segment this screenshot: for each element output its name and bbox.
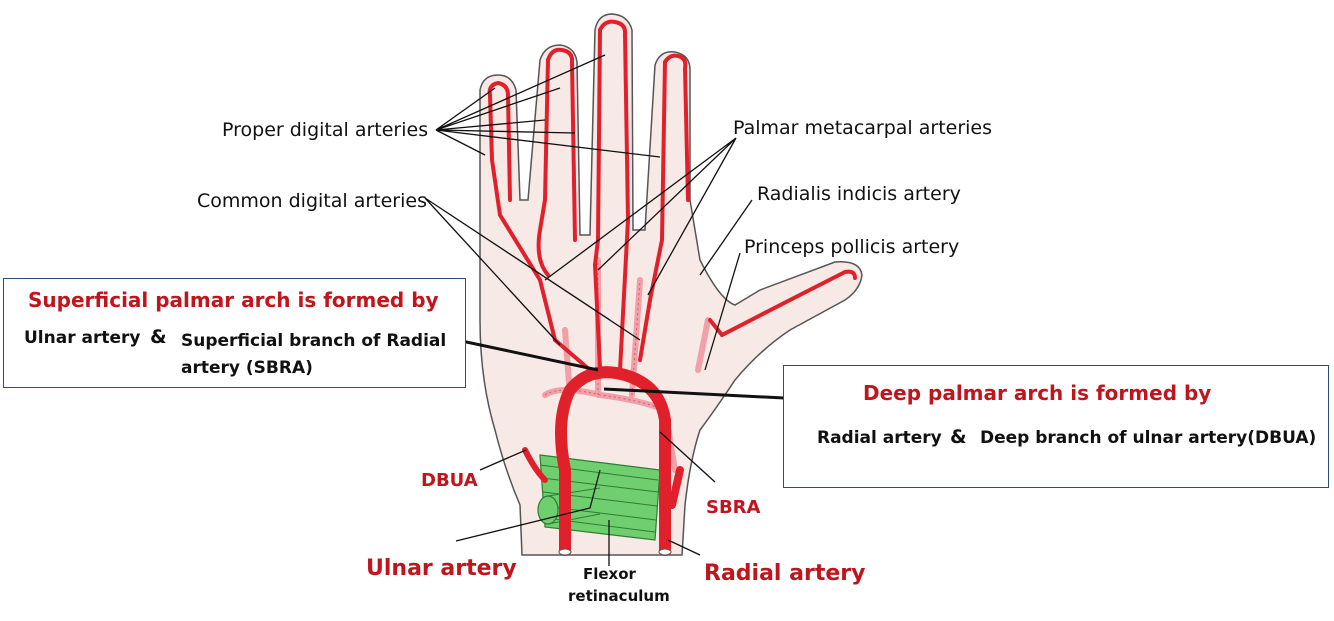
- hand-outline: [479, 13, 863, 556]
- flexor-retinaculum: [537, 454, 661, 541]
- label-proper-digital-arteries: Proper digital arteries: [222, 119, 429, 141]
- label-common-digital-arteries: Common digital arteries: [197, 190, 427, 212]
- superficial-arch-title: Superficial palmar arch is formed by: [28, 288, 439, 312]
- label-radial-artery: Radial artery: [704, 561, 866, 586]
- deep-arch-box: Deep palmar arch is formed by Radial art…: [783, 365, 1329, 488]
- leader-lines: [424, 54, 753, 566]
- superficial-arteries: [487, 19, 857, 372]
- superficial-part2-line1: Superficial branch of Radial: [181, 331, 447, 351]
- superficial-part1: Ulnar artery: [24, 328, 141, 348]
- main-arteries: [522, 366, 684, 556]
- label-sbra: SBRA: [706, 497, 761, 518]
- deep-arch-title: Deep palmar arch is formed by: [863, 381, 1212, 405]
- label-flexor: Flexor: [583, 565, 636, 583]
- deep-amp: &: [950, 426, 967, 448]
- label-dbua: DBUA: [421, 470, 478, 491]
- superficial-part2-line2: artery (SBRA): [181, 358, 313, 378]
- label-palmar-metacarpal-arteries: Palmar metacarpal arteries: [733, 117, 993, 139]
- deep-part1: Radial artery: [817, 428, 942, 448]
- label-retinaculum: retinaculum: [568, 587, 670, 605]
- superficial-amp: &: [150, 326, 167, 348]
- superficial-arch-box: Superficial palmar arch is formed by Uln…: [3, 278, 466, 388]
- label-ulnar-artery: Ulnar artery: [366, 556, 517, 581]
- deep-part2: Deep branch of ulnar artery(DBUA): [980, 428, 1317, 448]
- label-radialis-indicis-artery: Radialis indicis artery: [757, 183, 961, 205]
- label-princeps-pollicis-artery: Princeps pollicis artery: [744, 236, 960, 258]
